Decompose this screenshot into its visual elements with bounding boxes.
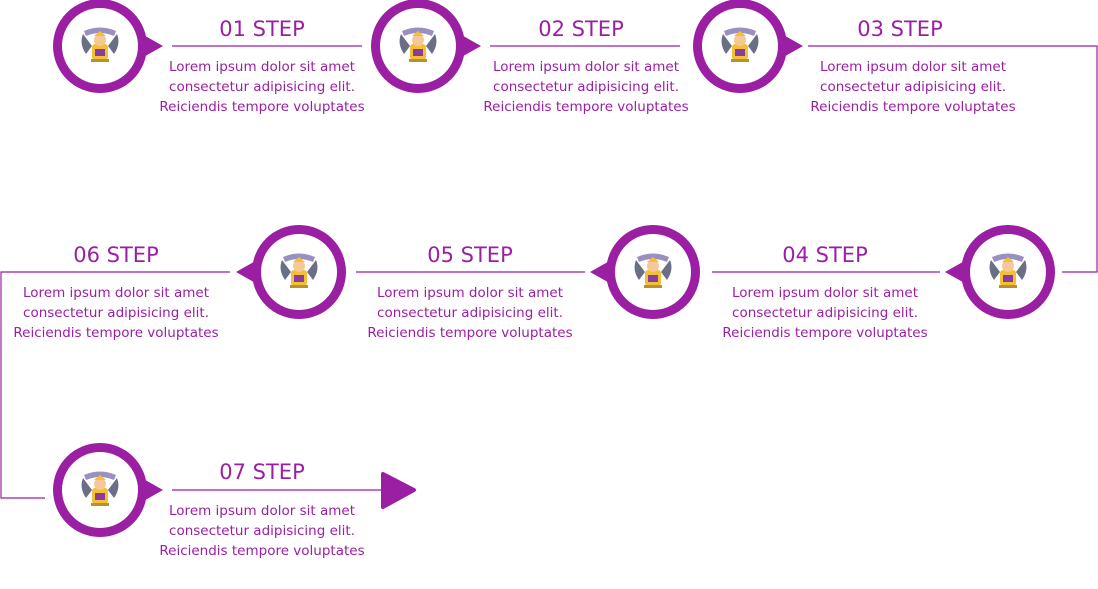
connector-line-3-4	[808, 45, 1098, 273]
step-node-4	[945, 225, 1055, 319]
cartoon-character-icon	[721, 27, 759, 62]
step-node-2	[371, 0, 481, 93]
step-node-1	[53, 0, 163, 93]
cartoon-character-icon	[989, 253, 1027, 288]
step-title-2: 02 STEP	[538, 17, 624, 41]
step-title-3: 03 STEP	[857, 17, 943, 41]
connector-line-6-7	[0, 271, 230, 499]
step-title-6: 06 STEP	[73, 243, 159, 267]
step-title-7: 07 STEP	[219, 460, 305, 484]
end-arrow-icon	[381, 472, 416, 509]
step-title-4: 04 STEP	[782, 243, 868, 267]
cartoon-character-icon	[81, 27, 119, 62]
step-title-5: 05 STEP	[427, 243, 513, 267]
step-node-7	[53, 443, 163, 537]
cartoon-character-icon	[634, 253, 672, 288]
cartoon-character-icon	[81, 471, 119, 506]
step-node-6	[236, 225, 346, 319]
cartoon-character-icon	[280, 253, 318, 288]
cartoon-character-icon	[399, 27, 437, 62]
step-node-3	[693, 0, 803, 93]
step-title-1: 01 STEP	[219, 17, 305, 41]
step-node-5	[590, 225, 700, 319]
